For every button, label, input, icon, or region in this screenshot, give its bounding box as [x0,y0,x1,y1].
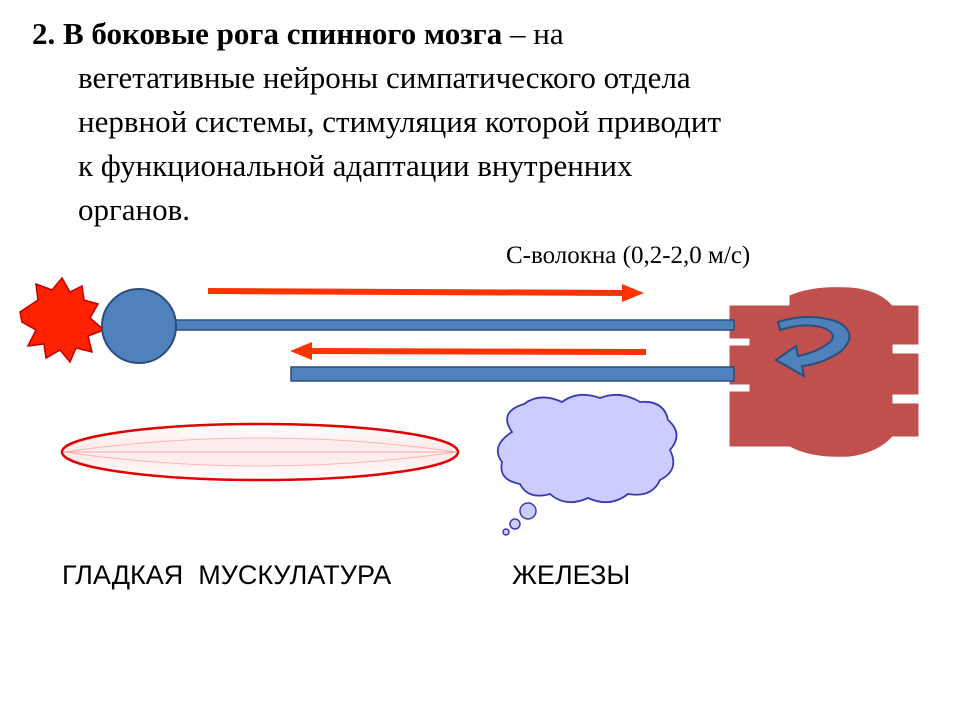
stimulus-burst [19,276,106,364]
heading-line-1: 2. В боковые рога спинного мозга – на [32,12,932,56]
target-organ [729,287,919,457]
heading-line-5: органов. [78,192,190,227]
axon-efferent [171,319,735,331]
axon-afferent [290,366,735,382]
arrow-right [207,284,644,302]
heading-rest: – на [502,16,564,51]
label-smooth-muscle: ГЛАДКАЯ МУСКУЛАТУРА [62,560,392,590]
heading-bold-text: В боковые рога спинного мозга [63,16,503,51]
heading-paragraph: 2. В боковые рога спинного мозга – на ве… [32,12,932,232]
label-glands: ЖЕЛЕЗЫ [512,560,631,590]
circular-arrow-icon [774,316,851,378]
fiber-label: С-волокна (0,2-2,0 м/с) [506,242,751,269]
neuron-body [101,288,177,364]
arrow-left [290,342,647,360]
heading-line-2: вегетативные нейроны симпатического отде… [78,60,691,95]
heading-line-3: нервной системы, стимуляция которой прив… [78,104,722,139]
heading-line-4: к функциональной адаптации внутренних [78,148,633,183]
smooth-muscle-shape [60,422,460,482]
heading-number: 2. [32,16,56,51]
gland-cloud [496,393,678,536]
